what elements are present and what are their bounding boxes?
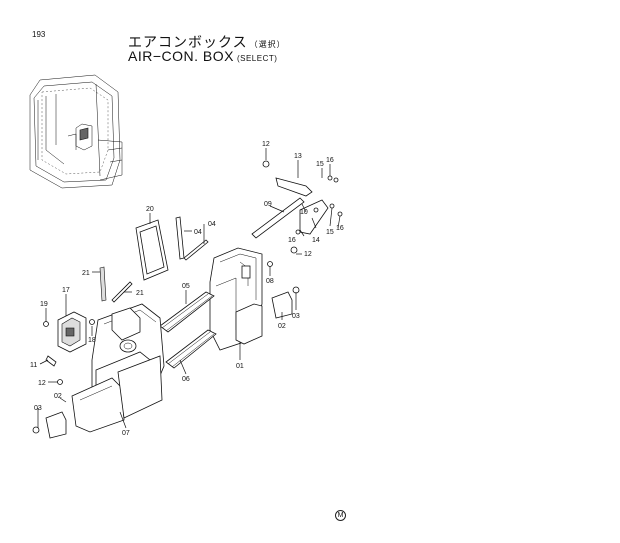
callout-18: 18 [88, 337, 96, 344]
part-01-duct-housing [209, 247, 263, 351]
title-jp-text: エアコンボックス [128, 34, 248, 50]
callout-03-left: 03 [34, 405, 42, 412]
part-02-bracket-right [271, 291, 293, 319]
footer-circle-mark: M [335, 510, 346, 521]
callout-02-left: 02 [54, 393, 62, 400]
callouts: 20 04 04 21 21 05 06 07 01 08 02 03 17 1… [30, 141, 344, 437]
callout-15-top: 15 [316, 161, 324, 168]
part-20-gasket [135, 219, 169, 281]
part-06-filter [165, 329, 217, 369]
callout-21-a: 21 [82, 270, 90, 277]
part-21-strips [99, 266, 133, 303]
callout-21-b: 21 [136, 290, 144, 297]
linkage-assembly [251, 160, 343, 254]
callout-10: 10 [300, 209, 308, 216]
callout-05: 05 [182, 283, 190, 290]
callout-16-top: 16 [326, 157, 334, 164]
title-en-text: AIR−CON. BOX [128, 48, 234, 64]
callout-08: 08 [266, 278, 274, 285]
callout-12-bottom: 12 [304, 251, 312, 258]
part-07-box-body [71, 303, 165, 433]
page-number: 193 [32, 30, 46, 39]
callout-03-right: 03 [292, 313, 300, 320]
machine-cab-sketch [29, 74, 123, 189]
callout-14: 14 [312, 237, 320, 244]
callout-12-left: 12 [38, 380, 46, 387]
callout-15-bottom: 15 [326, 229, 334, 236]
callout-09: 09 [264, 201, 272, 208]
callout-19: 19 [40, 301, 48, 308]
part-04-strips [175, 216, 209, 261]
callout-01: 01 [236, 363, 244, 370]
callout-07: 07 [122, 430, 130, 437]
callout-11: 11 [30, 362, 37, 369]
callout-16-mid: 16 [288, 237, 296, 244]
callout-16-bottom: 16 [336, 225, 344, 232]
callout-20: 20 [146, 206, 154, 213]
callout-12-top: 12 [262, 141, 270, 148]
part-02-bracket-left [45, 411, 67, 439]
callout-13: 13 [294, 153, 302, 160]
callout-02-right: 02 [278, 323, 286, 330]
part-05-filter [159, 291, 215, 333]
title-en-select: (SELECT) [236, 54, 278, 63]
bolts [32, 261, 300, 434]
title-english: AIR−CON. BOX(SELECT) [128, 48, 277, 64]
callout-06: 06 [182, 376, 190, 383]
callout-04-a: 04 [194, 229, 202, 236]
part-17-blower-motor [57, 311, 87, 353]
callout-04-b: 04 [208, 221, 216, 228]
leader-lines [37, 148, 341, 429]
title-jp-select: （選択） [249, 40, 286, 49]
title-japanese: エアコンボックス（選択） [128, 32, 286, 52]
callout-17: 17 [62, 287, 70, 294]
